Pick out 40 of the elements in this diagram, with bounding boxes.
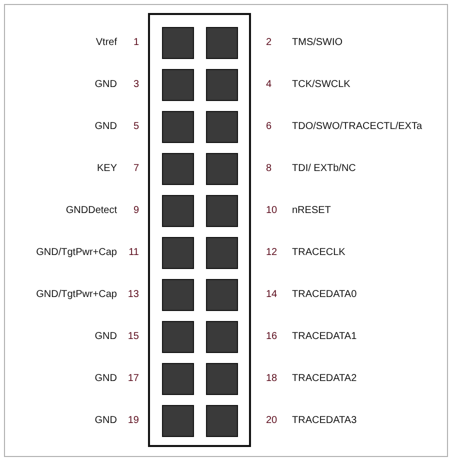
signal-name: TDI/ EXTb/NC — [292, 163, 356, 175]
pin-number: 10 — [266, 205, 278, 217]
pin-number: 18 — [266, 373, 278, 385]
signal-name: TRACEDATA2 — [292, 373, 357, 385]
pin-number: 11 — [128, 247, 139, 259]
pin-number: 8 — [266, 163, 272, 175]
signal-name: KEY — [96, 163, 117, 175]
pin-number: 19 — [128, 415, 139, 427]
pin-number: 6 — [266, 121, 272, 133]
signal-name: GND/TgtPwr+Cap — [36, 247, 117, 259]
signal-name: GNDDetect — [66, 205, 117, 217]
pin-number: 1 — [133, 37, 139, 49]
pin-number: 13 — [128, 289, 139, 301]
signal-name: GND — [94, 373, 117, 385]
signal-name: Vtref — [96, 37, 117, 49]
pin-number: 5 — [133, 121, 139, 133]
signal-name: TRACEDATA3 — [292, 415, 357, 427]
pin-number: 15 — [128, 331, 139, 343]
pin-number: 3 — [133, 79, 139, 91]
signal-name: GND/TgtPwr+Cap — [36, 289, 117, 301]
signal-name: TRACEDATA1 — [292, 331, 357, 343]
pin-number: 2 — [266, 37, 272, 49]
pin-number: 4 — [266, 79, 272, 91]
signal-name: GND — [94, 79, 117, 91]
pin-number: 7 — [133, 163, 139, 175]
signal-name: GND — [94, 121, 117, 133]
signal-name: nRESET — [292, 205, 331, 217]
pin-number: 16 — [266, 331, 278, 343]
pin-number: 12 — [266, 247, 278, 259]
pin-number: 17 — [128, 373, 139, 385]
signal-name: TRACEDATA0 — [292, 289, 357, 301]
pin-number: 9 — [133, 205, 139, 217]
signal-name: TDO/SWO/TRACECTL/EXTa — [292, 121, 422, 133]
pin-number: 20 — [266, 415, 278, 427]
signal-name: GND — [94, 415, 117, 427]
signal-name: TMS/SWIO — [292, 37, 343, 49]
signal-name: TCK/SWCLK — [292, 79, 350, 91]
signal-name: GND — [94, 331, 117, 343]
signal-name: TRACECLK — [292, 247, 346, 259]
pin-number: 14 — [266, 289, 278, 301]
